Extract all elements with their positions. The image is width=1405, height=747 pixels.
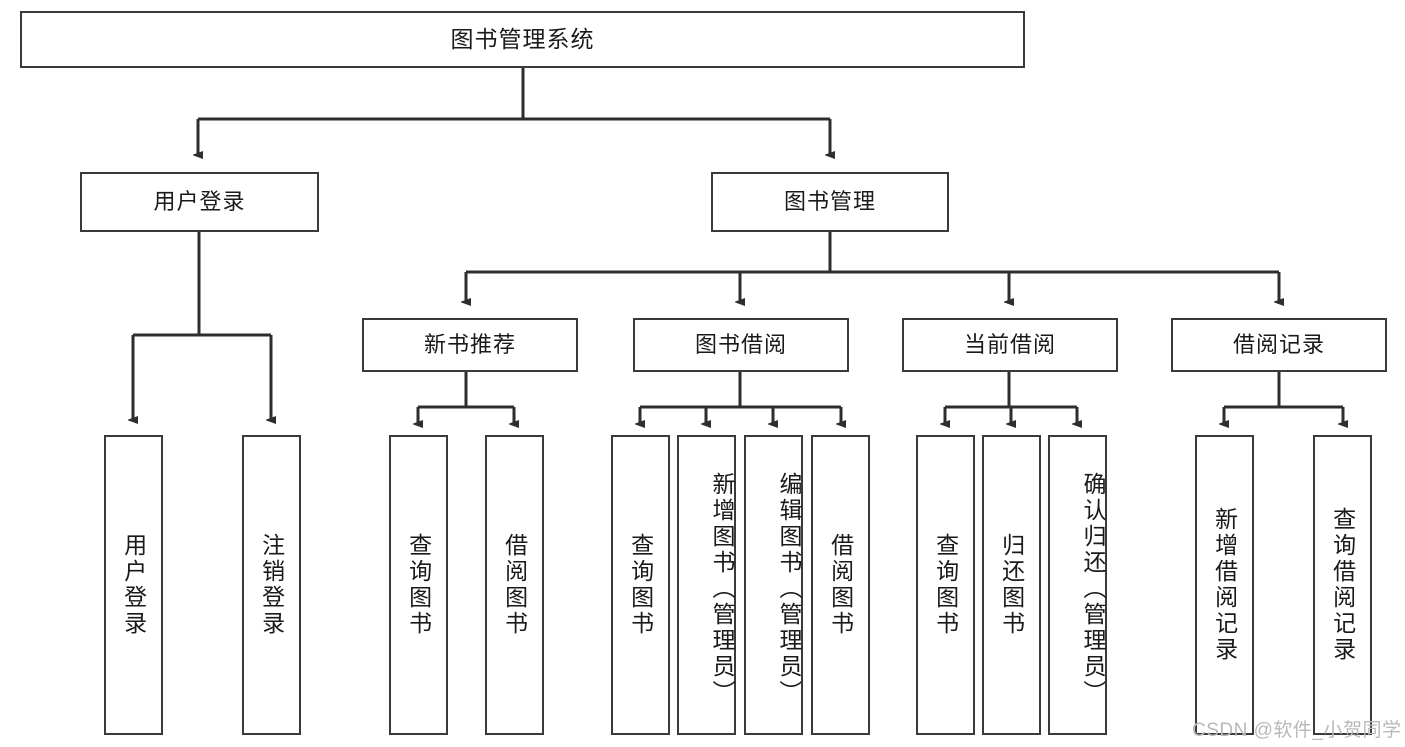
node-label: 查询图书 <box>627 533 654 637</box>
node-label: 新书推荐 <box>423 331 516 357</box>
node-new-book-recommend[interactable]: 新书推荐 <box>362 318 578 372</box>
node-label: 编辑图书（管理员） <box>776 472 802 706</box>
node-label: 当前借阅 <box>963 331 1056 357</box>
leaf-edit-book-admin[interactable]: 编辑图书（管理员） <box>744 435 803 735</box>
node-label: 注销登录 <box>258 533 285 637</box>
node-label: 图书管理 <box>783 188 876 214</box>
node-label: 查询借阅记录 <box>1329 507 1356 663</box>
node-borrow-record[interactable]: 借阅记录 <box>1171 318 1387 372</box>
node-book-borrow[interactable]: 图书借阅 <box>633 318 849 372</box>
leaf-query-borrow-record[interactable]: 查询借阅记录 <box>1313 435 1372 735</box>
leaf-confirm-return-admin[interactable]: 确认归还（管理员） <box>1048 435 1107 735</box>
leaf-query-books-borrow[interactable]: 查询图书 <box>611 435 670 735</box>
node-label: 用户登录 <box>120 533 147 637</box>
watermark-text: CSDN @软件_小贺同学 <box>1192 720 1402 741</box>
leaf-query-books-recommend[interactable]: 查询图书 <box>389 435 448 735</box>
leaf-borrow-books[interactable]: 借阅图书 <box>811 435 870 735</box>
node-label: 新增借阅记录 <box>1211 507 1238 663</box>
leaf-user-login[interactable]: 用户登录 <box>104 435 163 735</box>
leaf-borrow-books-recommend[interactable]: 借阅图书 <box>485 435 544 735</box>
node-label: 查询图书 <box>932 533 959 637</box>
node-label: 用户登录 <box>153 188 246 214</box>
node-root-book-management-system[interactable]: 图书管理系统 <box>20 11 1025 68</box>
leaf-query-books-current[interactable]: 查询图书 <box>916 435 975 735</box>
node-label: 归还图书 <box>998 533 1025 637</box>
node-user-login[interactable]: 用户登录 <box>80 172 319 232</box>
node-label: 确认归还（管理员） <box>1080 472 1106 706</box>
node-label: 借阅记录 <box>1232 331 1325 357</box>
node-label: 图书管理系统 <box>450 25 595 52</box>
leaf-return-books[interactable]: 归还图书 <box>982 435 1041 735</box>
leaf-logout-login[interactable]: 注销登录 <box>242 435 301 735</box>
node-label: 借阅图书 <box>501 533 528 637</box>
node-label: 图书借阅 <box>694 331 787 357</box>
node-current-borrow[interactable]: 当前借阅 <box>902 318 1118 372</box>
node-label: 新增图书（管理员） <box>709 472 735 706</box>
leaf-add-borrow-record[interactable]: 新增借阅记录 <box>1195 435 1254 735</box>
node-book-management[interactable]: 图书管理 <box>711 172 949 232</box>
leaf-add-book-admin[interactable]: 新增图书（管理员） <box>677 435 736 735</box>
node-label: 借阅图书 <box>827 533 854 637</box>
node-label: 查询图书 <box>405 533 432 637</box>
